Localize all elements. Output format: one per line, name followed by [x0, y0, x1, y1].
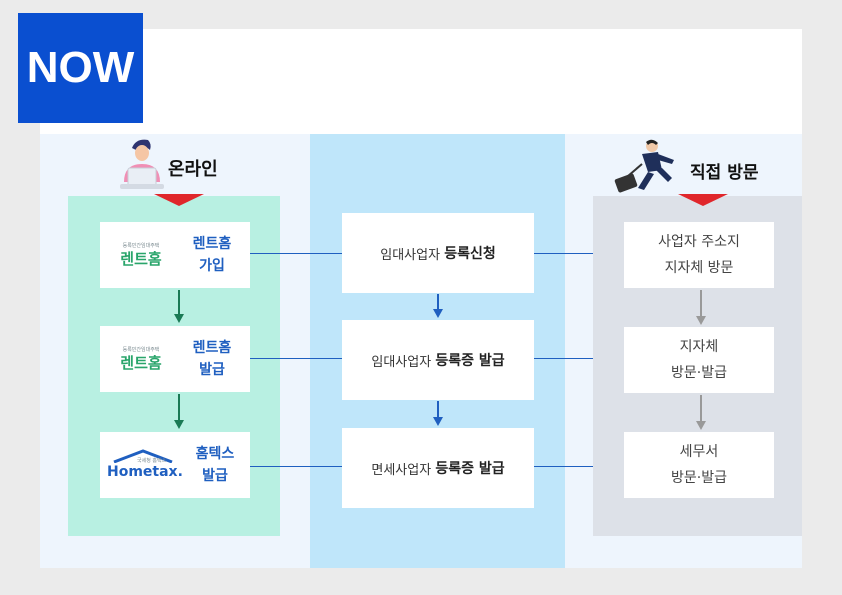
running-businessman-icon: [608, 138, 682, 194]
visit-marker: [678, 194, 728, 206]
renthome-logo: 등록민간임대주택 렌트홈: [120, 346, 162, 372]
visit-arrow-1: [696, 290, 706, 326]
online-step-3-name: 홈텍스: [195, 446, 235, 462]
connector-right-1: [534, 253, 624, 254]
online-step-2-name: 렌트홈: [192, 340, 232, 356]
visit-step-2-card: 지자체 방문·발급: [624, 327, 774, 393]
center-step-1-bold: 등록신청: [444, 246, 496, 262]
now-badge-label: NOW: [26, 43, 135, 92]
now-badge: NOW: [18, 13, 143, 123]
online-marker: [154, 194, 204, 206]
center-step-2-bold: 등록증 발급: [435, 353, 505, 369]
online-arrow-1: [174, 290, 184, 324]
center-step-1-card: 임대사업자 등록신청: [342, 213, 534, 293]
online-step-3-card: 국세청 홈택스 Hometax. 홈텍스 발급: [100, 432, 250, 498]
hometax-logo: 국세청 홈택스 Hometax.: [107, 449, 183, 481]
center-step-3-bold: 등록증 발급: [435, 461, 505, 477]
center-step-2-prefix: 임대사업자: [371, 354, 432, 370]
connector-right-2: [534, 358, 624, 359]
online-step-3-action: 발급: [202, 468, 228, 484]
visit-title: 직접 방문: [690, 163, 759, 183]
center-step-1-prefix: 임대사업자: [380, 247, 441, 263]
visit-step-1-line1: 사업자 주소지: [658, 234, 740, 250]
visit-step-1-line2: 지자체 방문: [664, 260, 734, 276]
online-step-1-action: 가입: [199, 258, 225, 274]
online-step-1-card: 등록민간임대주택 렌트홈 렌트홈 가입: [100, 222, 250, 288]
visit-step-3-line2: 방문·발급: [671, 470, 727, 486]
renthome-logo: 등록민간임대주택 렌트홈: [120, 242, 162, 268]
visit-step-3-line1: 세무서: [679, 444, 719, 460]
visit-step-2-line2: 방문·발급: [671, 365, 727, 381]
center-arrow-2: [433, 401, 443, 427]
connector-left-3: [250, 466, 342, 467]
visit-step-3-card: 세무서 방문·발급: [624, 432, 774, 498]
visit-step-2-line1: 지자체: [679, 339, 719, 355]
connector-right-3: [534, 466, 624, 467]
visit-arrow-2: [696, 395, 706, 431]
visit-step-1-card: 사업자 주소지 지자체 방문: [624, 222, 774, 288]
online-arrow-2: [174, 394, 184, 430]
online-title: 온라인: [168, 159, 218, 180]
laptop-person-icon: [118, 134, 164, 194]
online-step-1-name: 렌트홈: [192, 236, 232, 252]
house-roof-icon: [113, 449, 173, 463]
center-arrow-1: [433, 294, 443, 319]
online-step-2-card: 등록민간임대주택 렌트홈 렌트홈 발급: [100, 326, 250, 392]
connector-left-1: [250, 253, 342, 254]
center-step-3-prefix: 면세사업자: [371, 462, 432, 478]
center-step-3-card: 면세사업자 등록증 발급: [342, 428, 534, 508]
center-step-2-card: 임대사업자 등록증 발급: [342, 320, 534, 400]
online-step-2-action: 발급: [199, 362, 225, 378]
connector-left-2: [250, 358, 342, 359]
